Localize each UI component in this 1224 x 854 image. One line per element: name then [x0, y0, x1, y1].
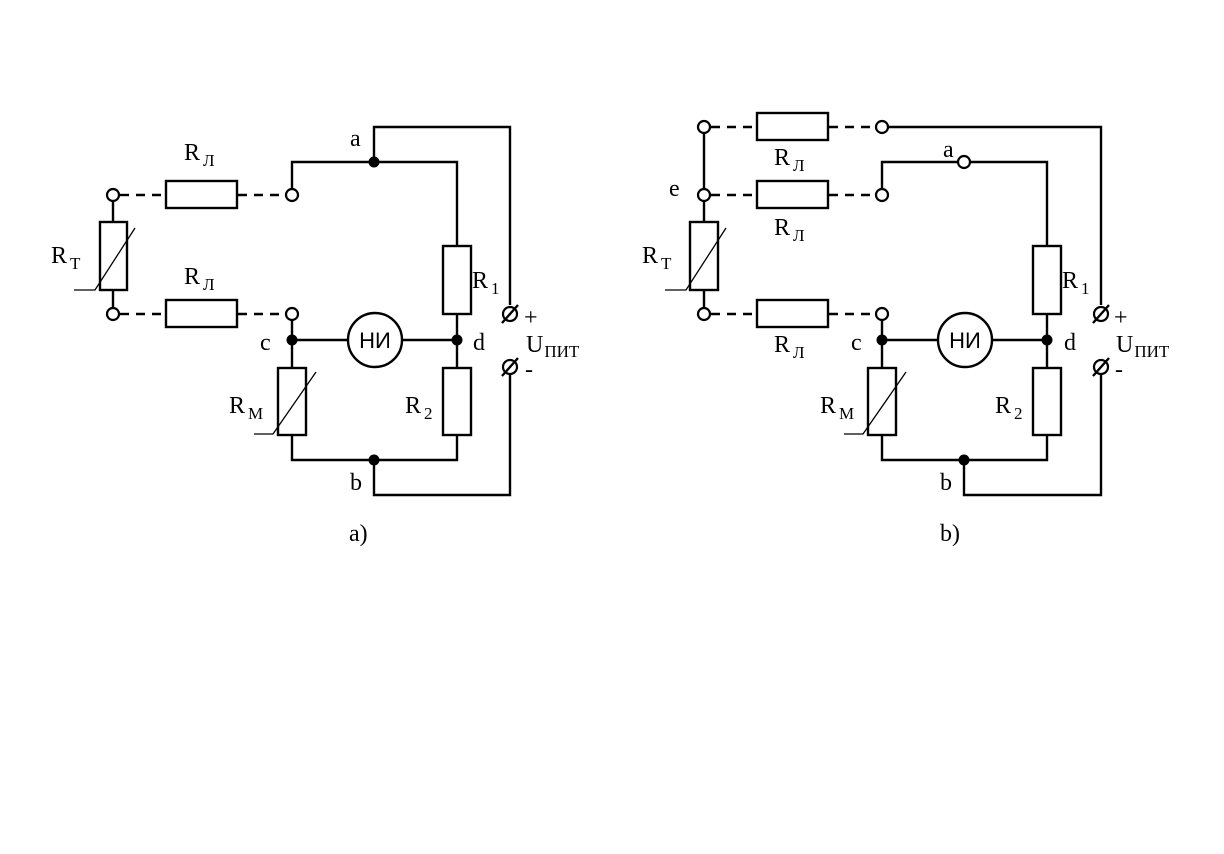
node-label-c: c	[851, 330, 862, 356]
junction-c	[286, 334, 298, 346]
line-resistor-bottom	[164, 298, 239, 329]
terminal	[874, 306, 890, 322]
terminal	[284, 187, 300, 203]
junction-c	[876, 334, 888, 346]
supply-plus-label: +	[1114, 305, 1128, 331]
junction-b	[958, 454, 970, 466]
node-label-a: a	[350, 126, 361, 152]
terminal	[874, 119, 890, 135]
junction-d	[1041, 334, 1053, 346]
node-label-d: d	[1064, 330, 1076, 356]
label-supply: UПИТ	[526, 332, 580, 361]
supply-minus-label: -	[525, 357, 533, 383]
node-label-b: b	[940, 470, 952, 496]
supply-terminal-minus	[1092, 357, 1110, 377]
resistor-r1	[1031, 244, 1063, 316]
node-label-d: d	[473, 330, 485, 356]
terminal	[874, 187, 890, 203]
terminal	[105, 187, 121, 203]
meter-label: НИ	[949, 328, 981, 353]
thermistor-rt	[665, 220, 727, 292]
supply-terminal-plus	[1092, 304, 1110, 324]
node-label-a: a	[943, 137, 954, 163]
figure-caption-a: a)	[349, 521, 368, 547]
line-resistor-top	[755, 111, 830, 142]
terminal	[105, 306, 121, 322]
meter-ni: НИ	[936, 311, 994, 369]
label-supply: UПИТ	[1116, 332, 1170, 361]
node-label-c: c	[260, 330, 271, 356]
junction-d	[451, 334, 463, 346]
node-label-b: b	[350, 470, 362, 496]
junction-b	[368, 454, 380, 466]
thermistor-rm	[844, 366, 907, 437]
figure-caption-b: b)	[940, 521, 960, 547]
terminal-a	[956, 154, 972, 170]
terminal	[696, 306, 712, 322]
thermistor-rm	[254, 366, 317, 437]
line-resistor-middle	[755, 179, 830, 210]
terminal	[284, 306, 300, 322]
supply-terminal-minus	[501, 357, 519, 377]
supply-plus-label: +	[524, 305, 538, 331]
terminal-e	[696, 187, 712, 203]
node-label-e: e	[669, 176, 680, 202]
supply-minus-label: -	[1115, 357, 1123, 383]
resistor-r2	[1031, 366, 1063, 437]
lead-lines-a	[120, 193, 284, 316]
terminal	[696, 119, 712, 135]
line-resistor-top	[164, 179, 239, 210]
supply-terminal-plus	[501, 304, 519, 324]
junction-a	[368, 156, 380, 168]
meter-label: НИ	[359, 328, 391, 353]
line-resistor-bottom	[755, 298, 830, 329]
thermistor-rt	[74, 220, 136, 292]
resistor-r2	[441, 366, 473, 437]
resistor-r1	[441, 244, 473, 316]
meter-ni: НИ	[346, 311, 404, 369]
lead-lines-b	[711, 125, 875, 316]
